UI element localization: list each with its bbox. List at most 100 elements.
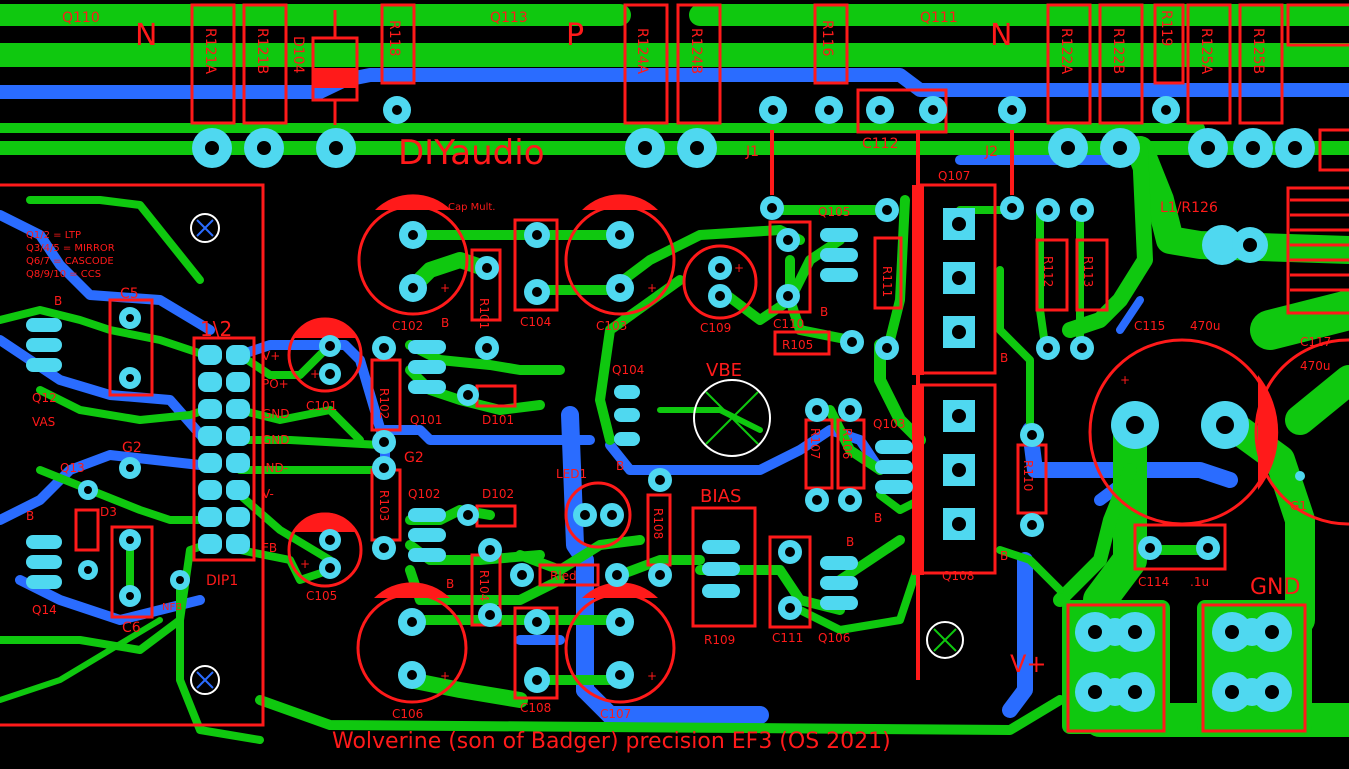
label-r124b: R124B (688, 28, 704, 74)
conn-fb: FB (262, 541, 277, 555)
label-c114: C114 (1138, 575, 1169, 589)
label-r106: R106 (840, 428, 854, 459)
label-q102: Q102 (408, 487, 440, 501)
through-hole-pads (26, 96, 1315, 693)
note-ccs: Q8/9/10 = CCS (26, 269, 101, 280)
label-q13: Q13 (60, 461, 85, 475)
label-c117-val: 470u (1300, 359, 1331, 373)
label-q106: Q106 (818, 631, 850, 645)
plus-c105: + (300, 557, 310, 571)
label-led1: LED1 (556, 467, 587, 481)
vplus-terminal[interactable] (1075, 612, 1155, 712)
plus-c102: + (440, 281, 450, 295)
label-r122b: R122B (1110, 28, 1126, 74)
note-ltp: Q1/2 = LTP (26, 230, 81, 241)
label-c111: C111 (772, 631, 803, 645)
power-terminals (1062, 600, 1312, 734)
label-d3: D3 (100, 505, 117, 519)
label-n2: N (990, 18, 1012, 53)
label-c112: C112 (862, 136, 899, 152)
watermark-diyaudio: DIYaudio (398, 133, 545, 173)
label-b-q107: B (1000, 351, 1008, 365)
label-l1: L1/R126 (1160, 200, 1218, 216)
label-r109: R109 (704, 633, 735, 647)
label-r116: R116 (819, 20, 835, 57)
note-mirror: Q3/4/5 = MIRROR (26, 243, 115, 254)
mounting-holes (190, 213, 964, 695)
label-c114-val: .1u (1190, 575, 1209, 589)
label-d104: D104 (290, 36, 306, 74)
label-q108: Q108 (942, 569, 974, 583)
label-r112: R112 (1041, 256, 1055, 287)
label-q105: Q105 (818, 205, 850, 219)
label-dip1: DIP1 (206, 573, 238, 589)
label-q103: Q103 (873, 417, 905, 431)
label-q12: Q12 (32, 391, 57, 405)
label-d102: D102 (482, 487, 514, 501)
note-cascode: Q6/7 = CASCODE (26, 256, 114, 267)
label-r119: R119 (1158, 10, 1174, 46)
label-nfb: NFB (162, 602, 182, 613)
label-q104: Q104 (612, 363, 644, 377)
label-b2: B (26, 509, 34, 523)
conn-vminus: V- (262, 487, 274, 501)
label-c103: C103 (596, 319, 627, 333)
plus-c107: + (647, 669, 657, 683)
conn-ind-minus: IND- (262, 461, 288, 475)
label-r101: R101 (477, 298, 491, 329)
conn-vplus: V+ (262, 349, 280, 363)
label-g1: G1 (1290, 499, 1307, 513)
label-b-c110: B (820, 305, 828, 319)
label-d101: D101 (482, 413, 514, 427)
label-r113: R113 (1081, 256, 1095, 287)
plus-c106: + (440, 669, 450, 683)
label-gnd: GND (1250, 575, 1300, 600)
label-dip-pins: 1\2 (200, 317, 232, 341)
label-c106: C106 (392, 707, 423, 721)
label-c101: C101 (306, 399, 337, 413)
gnd-terminal[interactable] (1212, 612, 1292, 712)
label-r121b: R121B (254, 28, 270, 74)
label-r122a: R122A (1058, 28, 1074, 74)
label-q14: Q14 (32, 603, 57, 617)
label-p: P (566, 18, 584, 53)
label-r111: R111 (880, 266, 894, 297)
label-g2a: G2 (122, 440, 142, 456)
inductor-coil (1290, 198, 1349, 292)
silkscreen-labels: Q110 N Q113 P Q111 N R121A R121B D104 R1… (26, 10, 1331, 754)
plus-c115: + (1120, 373, 1130, 387)
label-r124a: R124A (634, 28, 650, 74)
label-b-q108: B (1000, 549, 1008, 563)
plus-c103: + (647, 281, 657, 295)
label-j1: J1 (745, 144, 759, 160)
label-c102: C102 (392, 319, 423, 333)
plus-c109: + (734, 261, 744, 275)
label-r121a: R121A (202, 28, 218, 74)
label-vplus: V+ (1010, 650, 1047, 678)
label-q111: Q111 (920, 10, 958, 26)
label-r104: R104 (477, 570, 491, 601)
label-c115-val: 470u (1190, 319, 1221, 333)
label-r108: R108 (651, 508, 665, 539)
label-b-q102: B (446, 577, 454, 591)
d104-body (313, 68, 357, 88)
conn-gnd2: GND (262, 433, 290, 447)
label-rled: Rled (550, 569, 577, 583)
label-cap-mult: Cap Mult. (448, 202, 495, 213)
label-vas: VAS (32, 415, 55, 429)
label-c117: C117 (1300, 335, 1331, 349)
label-q107: Q107 (938, 169, 970, 183)
conn-gnd1: GND (262, 407, 290, 421)
board-title: Wolverine (son of Badger) precision EF3 … (332, 729, 891, 754)
label-b-q106: B (846, 535, 854, 549)
label-j2: J2 (984, 144, 998, 160)
label-r118: R118 (386, 20, 402, 56)
label-q110: Q110 (62, 10, 100, 26)
plus-c101: + (310, 367, 320, 381)
label-c105: C105 (306, 589, 337, 603)
label-c110: C110 (773, 317, 804, 331)
label-q113: Q113 (490, 10, 528, 26)
label-r110: R110 (1021, 460, 1035, 491)
label-r105: R105 (782, 338, 813, 352)
